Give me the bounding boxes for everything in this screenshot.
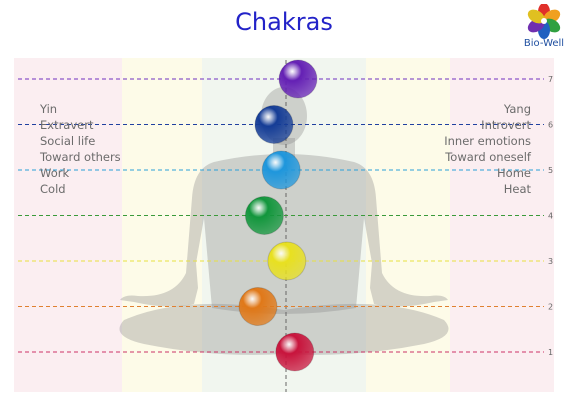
page-title: Chakras: [0, 8, 568, 36]
right-label: Inner emotions: [444, 133, 531, 149]
chakra-orb-5: [262, 151, 300, 189]
tick-label-right: 4: [548, 212, 553, 221]
chakra-orb-3: [268, 242, 306, 280]
chakra-orb-2: [239, 288, 277, 326]
right-label: Yang: [444, 101, 531, 117]
chakra-orb-1: [276, 333, 314, 371]
chakra-orb-6: [255, 106, 293, 144]
tick-label-right: 7: [548, 75, 553, 84]
tick-label-right: 2: [548, 303, 553, 312]
logo-text: Bio-Well: [522, 38, 566, 49]
chakra-orb-4: [245, 197, 283, 235]
flower-logo-icon: [522, 4, 566, 40]
bio-well-logo: Bio-Well: [522, 4, 566, 52]
right-label: Introvert: [444, 117, 531, 133]
left-label: Cold: [40, 181, 121, 197]
left-label: Social life: [40, 133, 121, 149]
left-label: Toward others: [40, 149, 121, 165]
tick-label-right: 3: [548, 257, 553, 266]
left-label-list: Yin Extravert Social life Toward others …: [40, 101, 121, 197]
right-label-list: Yang Introvert Inner emotions Toward one…: [444, 101, 531, 197]
right-label: Heat: [444, 181, 531, 197]
right-label: Home: [444, 165, 531, 181]
right-label: Toward oneself: [444, 149, 531, 165]
left-label: Yin: [40, 101, 121, 117]
left-label: Work: [40, 165, 121, 181]
chakra-orb-7: [279, 60, 317, 98]
tick-label-right: 1: [548, 348, 553, 357]
tick-label-right: 6: [548, 121, 553, 130]
left-label: Extravert: [40, 117, 121, 133]
tick-label-right: 5: [548, 166, 553, 175]
